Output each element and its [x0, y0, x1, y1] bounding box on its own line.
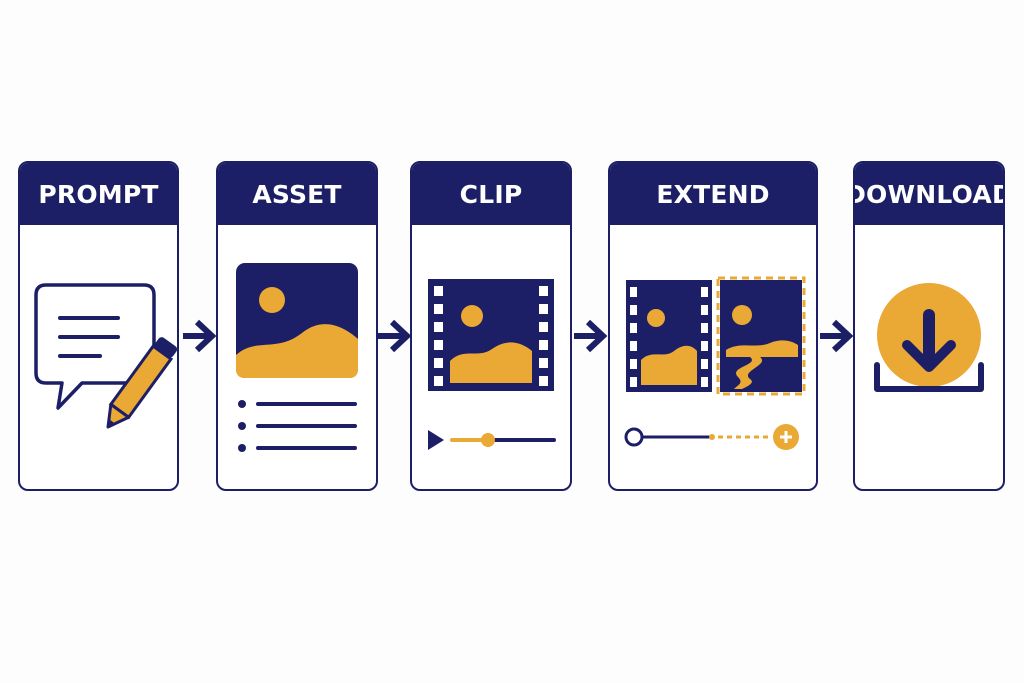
- flow-arrow: [378, 319, 412, 353]
- image-icon: [236, 263, 358, 378]
- tray-icon: [874, 362, 984, 392]
- film-strip-icon: [428, 279, 554, 391]
- flow-arrow: [574, 319, 608, 353]
- step-title: ASSET: [218, 163, 376, 225]
- extended-frame-icon: [716, 276, 806, 396]
- list-icon: [238, 400, 357, 452]
- step-title: PROMPT: [20, 163, 177, 225]
- step-card-asset: ASSET: [216, 161, 378, 491]
- timeline-slider-icon: [450, 433, 556, 447]
- step-card-prompt: PROMPT: [18, 161, 179, 491]
- flow-arrow: [183, 319, 217, 353]
- step-title: DOWNLOAD: [855, 163, 1003, 225]
- download-icon: [877, 283, 981, 387]
- extend-timeline-icon: [624, 427, 770, 447]
- step-title: CLIP: [412, 163, 570, 225]
- pencil-icon: [106, 337, 177, 429]
- step-title: EXTEND: [610, 163, 816, 225]
- play-icon: [428, 430, 444, 450]
- step-card-download: DOWNLOAD: [853, 161, 1005, 491]
- step-card-extend: EXTEND: [608, 161, 818, 491]
- plus-icon: [773, 424, 799, 450]
- step-card-clip: CLIP: [410, 161, 572, 491]
- flow-arrow: [820, 319, 854, 353]
- chat-bubble-icon: [34, 283, 156, 410]
- film-strip-icon: [626, 280, 712, 392]
